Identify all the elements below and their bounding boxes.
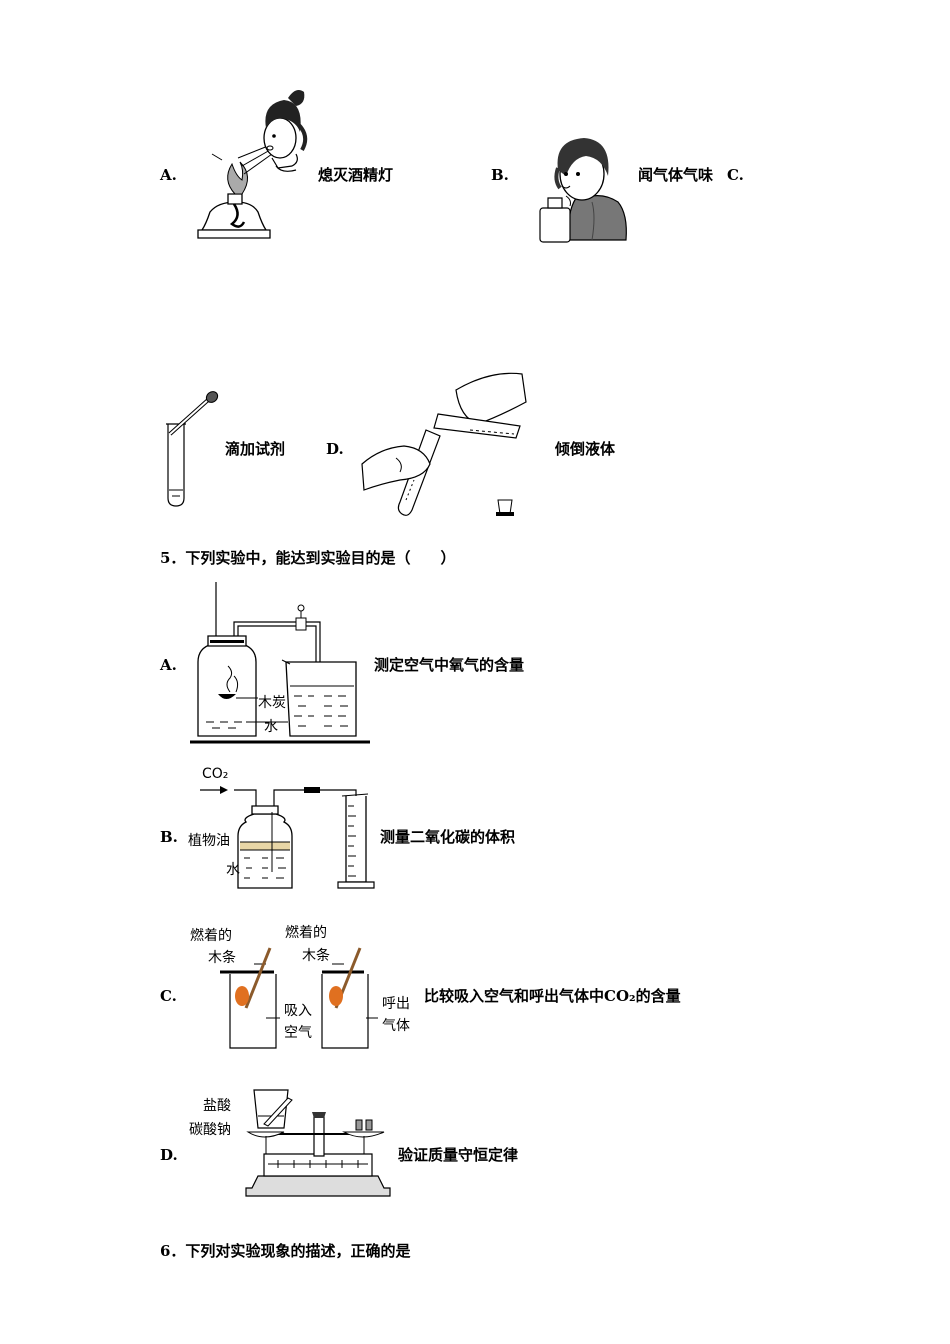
label-co2: CO₂ <box>202 766 229 782</box>
label-hydrochloric-acid: 盐酸 <box>203 1098 231 1114</box>
co2-volume-apparatus <box>196 786 378 892</box>
q5-option-a-caption: 测定空气中氧气的含量 <box>374 656 525 674</box>
q4-option-c-letter: C. <box>727 166 744 184</box>
label-burning-stick-1b: 木条 <box>208 950 236 966</box>
boy-smelling-gas-illustration <box>536 138 628 244</box>
q4-option-d-letter: D. <box>326 440 344 458</box>
label-water-a: 水 <box>264 719 278 735</box>
q5-option-b-caption: 测量二氧化碳的体积 <box>380 828 516 846</box>
q4-option-b-caption: 闻气体气味 <box>638 166 714 184</box>
label-burning-stick-2a: 燃着的 <box>285 925 327 941</box>
label-inhaled-air-a: 吸入 <box>284 1003 312 1019</box>
q4-option-a-letter: A. <box>160 166 177 184</box>
label-charcoal: 木炭 <box>258 695 286 711</box>
q5-option-c-caption: 比较吸入空气和呼出气体中CO₂的含量 <box>424 987 681 1005</box>
q4-option-c-caption: 滴加试剂 <box>225 440 286 458</box>
label-exhaled-gas-b: 气体 <box>382 1018 410 1034</box>
girl-blowing-lamp-illustration <box>192 90 307 249</box>
label-water-b: 水 <box>226 862 240 878</box>
pouring-liquid-illustration <box>360 368 530 516</box>
q5-option-c-letter: C. <box>160 987 177 1005</box>
dropper-test-tube-illustration <box>162 390 222 508</box>
label-inhaled-air-b: 空气 <box>284 1025 312 1041</box>
label-vegetable-oil: 植物油 <box>188 833 230 849</box>
q5-option-d-letter: D. <box>160 1146 178 1164</box>
balance-scale-apparatus <box>244 1084 392 1200</box>
q4-option-d-caption: 倾倒液体 <box>555 440 616 458</box>
oxygen-content-apparatus <box>190 582 372 746</box>
q5-stem: 5．下列实验中，能达到实验目的是（ ） <box>160 549 456 567</box>
q5-option-a-letter: A. <box>160 656 177 674</box>
label-exhaled-gas-a: 呼出 <box>382 996 410 1012</box>
label-sodium-carbonate: 碳酸钠 <box>189 1122 231 1138</box>
label-burning-stick-1a: 燃着的 <box>190 928 232 944</box>
q4-option-b-letter: B. <box>491 166 509 184</box>
co2-comparison-apparatus <box>218 940 418 1052</box>
q4-option-a-caption: 熄灭酒精灯 <box>318 166 394 184</box>
q5-option-d-caption: 验证质量守恒定律 <box>398 1146 519 1164</box>
label-burning-stick-2b: 木条 <box>302 948 330 964</box>
q6-stem: 6．下列对实验现象的描述，正确的是 <box>160 1242 411 1260</box>
q5-option-b-letter: B. <box>160 828 178 846</box>
